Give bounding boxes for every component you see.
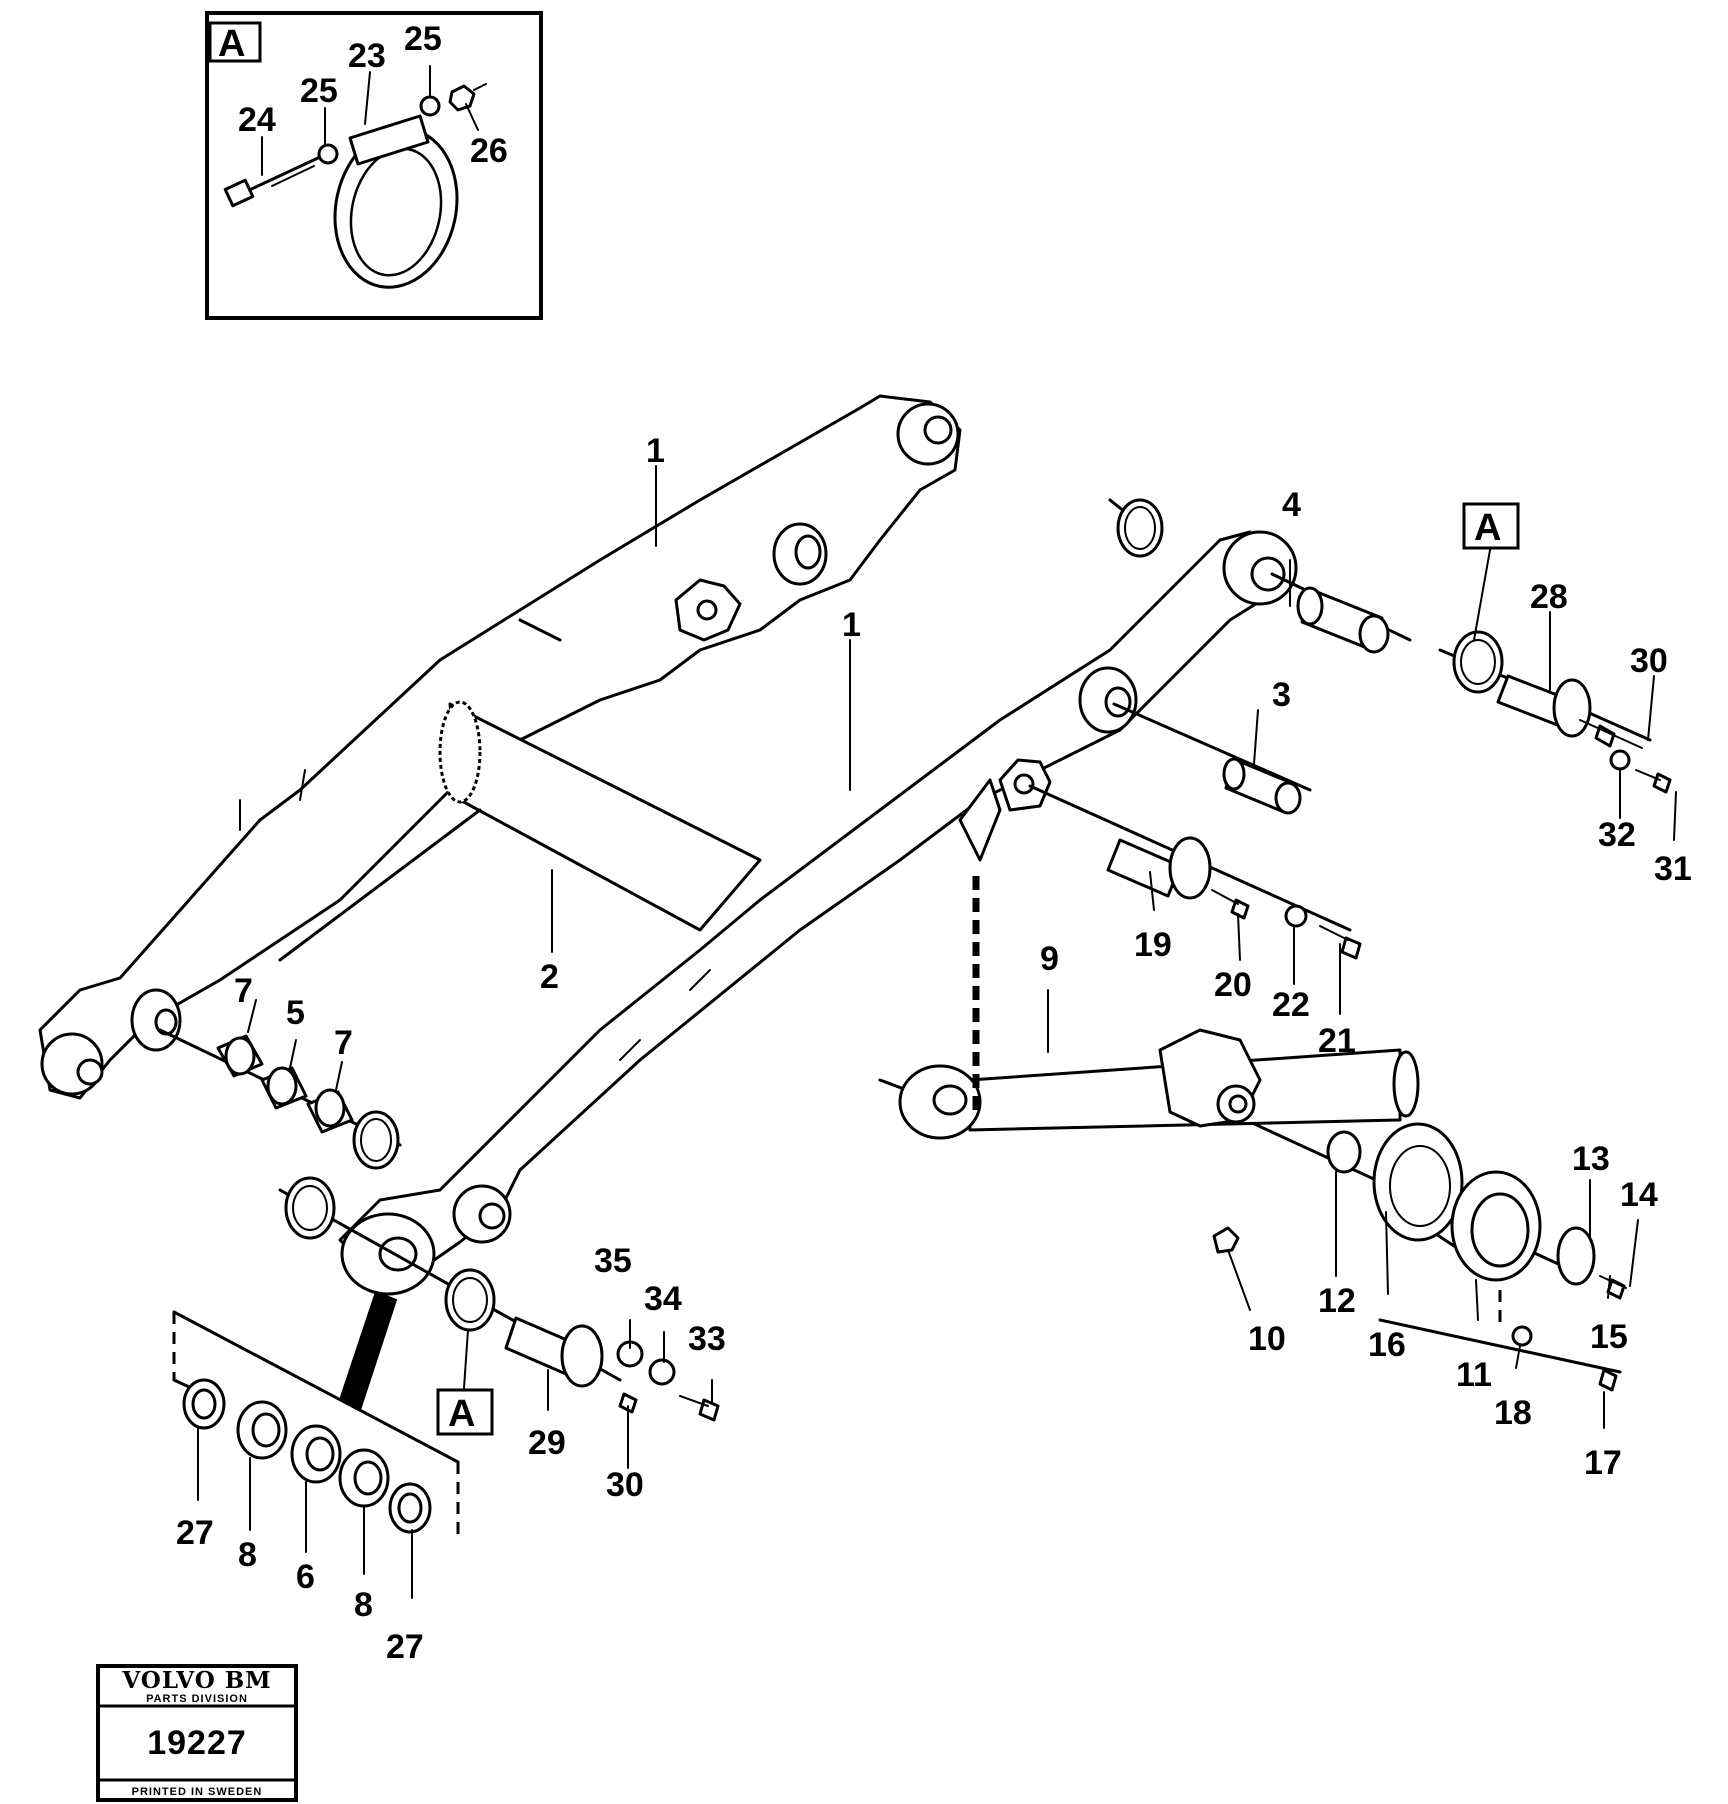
label-19: 19 [1134,926,1172,964]
circlips [284,498,1504,1332]
volvo-bm-stamp: VOLVO BM PARTS DIVISION 19227 PRINTED IN… [96,1664,298,1802]
callout-a-lower-letter: A [448,1393,475,1435]
label-1a: 1 [646,432,665,470]
label-20: 20 [1214,966,1252,1004]
label-3: 3 [1272,676,1291,714]
label-12: 12 [1318,1282,1356,1320]
label-29: 29 [528,1424,566,1462]
label-24: 24 [238,101,276,139]
label-10: 10 [1248,1320,1286,1358]
bearing-housing [1212,1122,1627,1392]
label-22: 22 [1272,986,1310,1024]
label-27a: 27 [176,1514,214,1552]
detail-box-a: A 24 25 23 25 26 [205,11,543,320]
label-14: 14 [1620,1176,1658,1214]
label-21: 21 [1318,1022,1356,1060]
callout-a-upper: A [1462,502,1520,641]
label-32: 32 [1598,816,1636,854]
stamp-brand: VOLVO BM [121,1667,271,1694]
label-1b: 1 [842,606,861,644]
pin-19-assembly [1106,836,1362,960]
stamp-number: 19227 [147,1724,247,1762]
label-28: 28 [1530,578,1568,616]
label-16: 16 [1368,1326,1406,1364]
pin-29-assembly [504,1316,720,1422]
bushing-panel [172,1290,460,1540]
callout-a-upper-letter: A [1474,507,1501,549]
label-30b: 30 [606,1466,644,1504]
label-4: 4 [1282,486,1301,524]
label-13: 13 [1572,1140,1610,1178]
label-11: 11 [1456,1356,1492,1394]
label-25a: 25 [300,72,338,110]
label-8b: 8 [354,1586,373,1624]
pin-28-assembly [1496,674,1672,794]
label-33: 33 [688,1320,726,1358]
label-27b: 27 [386,1628,424,1666]
label-6: 6 [296,1558,315,1596]
label-30a: 30 [1630,642,1668,680]
upper-bushings [1222,586,1390,815]
leader-lines [197,465,1677,1599]
label-34: 34 [644,1280,682,1318]
label-17: 17 [1584,1444,1622,1482]
label-26: 26 [470,132,508,170]
label-15: 15 [1590,1318,1628,1356]
label-2: 2 [540,958,559,996]
detail-box-letter: A [218,23,245,65]
part-labels: 1 1 2 3 4 5 6 7 7 8 8 9 10 11 12 13 14 1… [176,432,1692,1666]
label-5: 5 [286,994,305,1032]
label-7b: 7 [334,1024,353,1062]
label-35: 35 [594,1242,632,1280]
lift-arm-frame [38,394,1298,1296]
label-8a: 8 [238,1536,257,1574]
callout-a-lower: A [436,1329,494,1436]
label-31: 31 [1654,850,1692,888]
left-pivot-parts [158,999,402,1170]
label-9: 9 [1040,940,1059,978]
label-23: 23 [348,37,386,75]
label-25b: 25 [404,20,442,58]
stamp-printed: PRINTED IN SWEDEN [132,1786,263,1798]
stamp-division: PARTS DIVISION [146,1693,248,1705]
cylinder-9 [898,778,1420,1140]
label-7a: 7 [234,972,253,1010]
label-18: 18 [1494,1394,1532,1432]
